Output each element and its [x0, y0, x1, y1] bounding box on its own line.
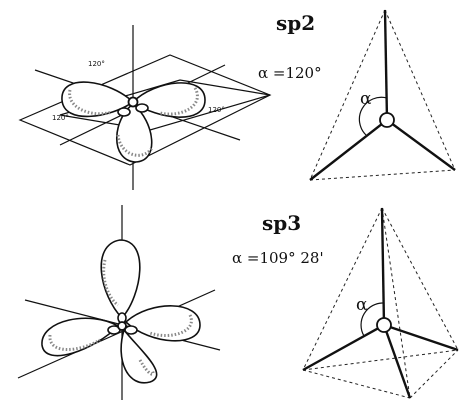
sp3-bond-right	[383, 323, 459, 352]
sp2-edge-left	[309, 9, 386, 181]
sp3-lobe-left	[41, 317, 120, 357]
sp2-title: sp2	[276, 11, 315, 35]
sp2-angle-label: α =120°	[258, 64, 322, 82]
sp2-edge-right	[384, 9, 456, 171]
sp3-angle-arc	[360, 302, 385, 337]
sp3-edge-left	[302, 207, 383, 371]
sp3-lobe-bottom	[120, 328, 158, 384]
sp3-edge-base-b	[409, 349, 459, 399]
sp3-angle-label: α =109° 28'	[232, 249, 324, 267]
sp3-lobe-left-shade	[48, 334, 101, 351]
sp3-lobe-right	[124, 305, 201, 342]
sp3-edge-front	[381, 207, 411, 399]
sp3-edge-base-c	[302, 349, 459, 371]
sp2-orbital-diagram: 120° 120° 120°	[18, 25, 272, 190]
sp3-title: sp3	[262, 211, 301, 235]
sp3-nucleus	[117, 321, 127, 331]
sp3-bond-top	[380, 207, 386, 326]
sp2-plane-outline	[18, 54, 272, 166]
sp2-bond-left	[309, 119, 388, 181]
sp3-center-atom	[376, 317, 392, 333]
sp2-lobe-left-shade	[68, 89, 113, 116]
sp2-trigonal-diagram: α	[309, 9, 456, 181]
sp2-lobe-front	[115, 102, 153, 163]
sp3-alpha: α	[356, 295, 368, 315]
sp2-lobe-front-shade	[116, 134, 154, 157]
sp3-tetrahedral-diagram: α	[302, 207, 459, 399]
sp3-orbital-diagram	[17, 205, 221, 400]
sp2-bond-top	[383, 9, 389, 121]
sp2-center-atom	[379, 112, 395, 128]
sp3-edge-base-a	[302, 369, 411, 399]
sp3-lobe-right-shade	[149, 314, 193, 338]
sp2-angle-left: 120°	[52, 114, 69, 122]
sp2-alpha: α	[360, 89, 372, 109]
sp3-bond-left	[302, 323, 385, 372]
sp3-lobe-bottom-shade	[138, 359, 155, 376]
sp2-lobe-right-shade	[159, 87, 199, 116]
sp2-angle-right: 120°	[208, 106, 225, 114]
sp3-edge-right	[381, 207, 459, 351]
sp2-lobe-right	[131, 82, 206, 118]
sp2-nucleus	[127, 96, 139, 108]
sp2-minor-lobe-a	[117, 107, 131, 117]
sp2-angle-arc	[358, 96, 388, 136]
sp2-angle-top: 120°	[88, 60, 105, 68]
sp3-lobe-top-shade	[102, 259, 119, 307]
sp2-bond-right	[386, 119, 456, 171]
sp2-edge-bottom	[309, 169, 456, 181]
sp2-minor-lobe-b	[135, 103, 149, 113]
sp3-minor-lobe-b	[124, 325, 138, 335]
sp3-lobe-top	[100, 239, 141, 320]
sp3-bond-front	[382, 324, 412, 399]
